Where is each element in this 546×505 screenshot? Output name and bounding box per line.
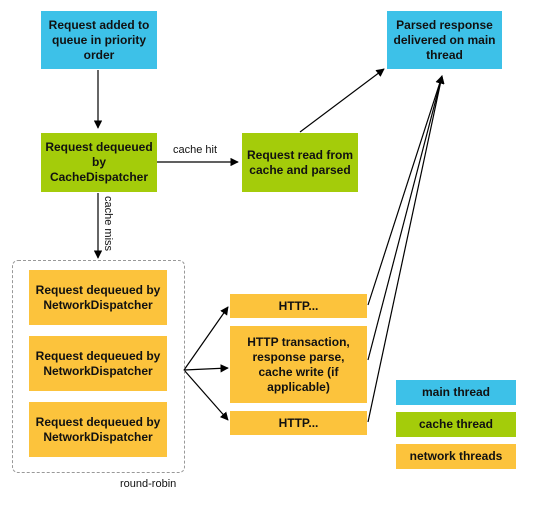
arrow-roundrobin-to-http-bottom (183, 369, 229, 421)
node-cache-dispatcher: Request dequeued by CacheDispatcher (41, 133, 157, 192)
label-cache-hit: cache hit (173, 144, 218, 156)
node-parsed-response: Parsed response delivered on main thread (387, 11, 502, 69)
arrow-http-bottom-to-response (367, 75, 445, 423)
arrow-roundrobin-to-http-middle (183, 364, 229, 373)
arrow-roundrobin-to-http-top (183, 306, 229, 371)
node-network-dispatcher-2: Request dequeued by NetworkDispatcher (29, 336, 167, 391)
legend-network-threads: network threads (396, 444, 516, 469)
node-http-middle: HTTP transaction, response parse, cache … (230, 326, 367, 403)
node-network-dispatcher-3: Request dequeued by NetworkDispatcher (29, 402, 167, 457)
node-network-dispatcher-1: Request dequeued by NetworkDispatcher (29, 270, 167, 325)
arrow-http-top-to-response (367, 75, 444, 306)
legend-cache-thread: cache thread (396, 412, 516, 437)
node-cache-read: Request read from cache and parsed (242, 133, 358, 192)
arrow-cache-read-to-response (299, 68, 385, 133)
node-http-bottom: HTTP... (230, 411, 367, 435)
legend-main-thread: main thread (396, 380, 516, 405)
label-cache-miss: cache miss (102, 196, 114, 252)
arrow-http-middle-to-response (367, 75, 445, 361)
label-round-robin: round-robin (120, 478, 177, 490)
node-request-added: Request added to queue in priority order (41, 11, 157, 69)
node-http-top: HTTP... (230, 294, 367, 318)
network-dispatcher-group (12, 260, 185, 473)
